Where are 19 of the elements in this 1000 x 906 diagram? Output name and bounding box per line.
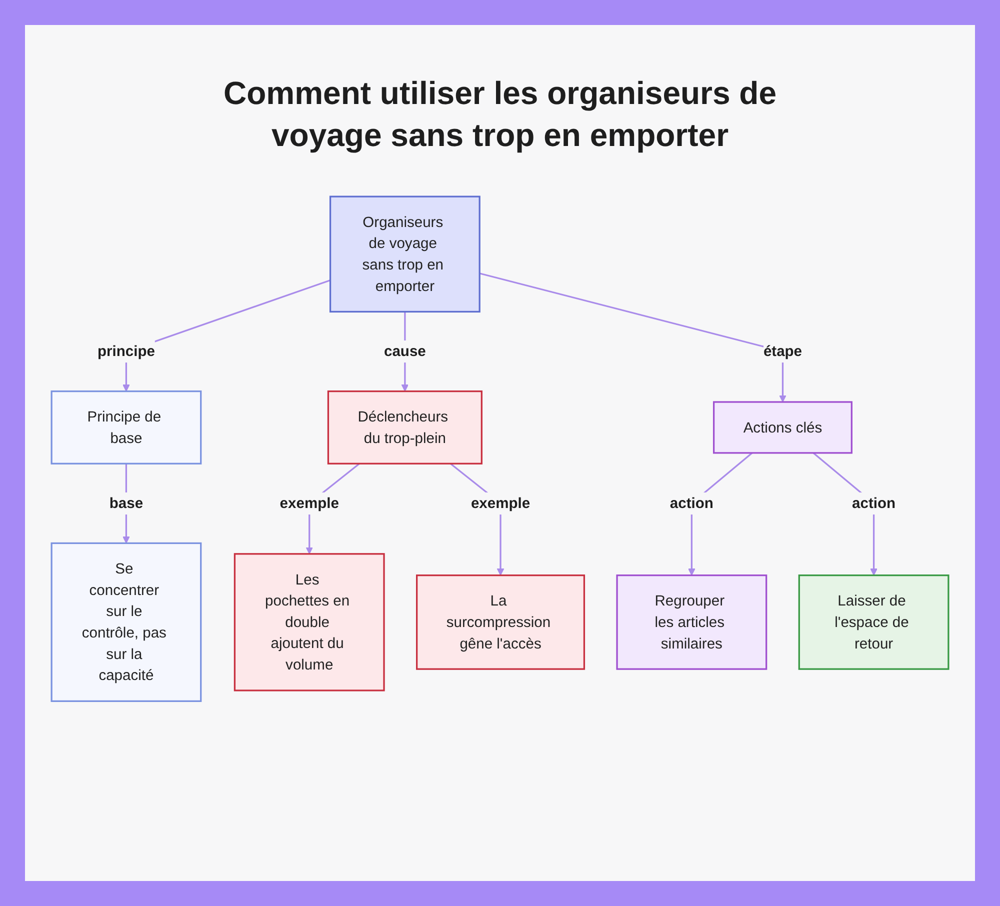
node-box: Principe de base bbox=[50, 390, 202, 464]
arrow bbox=[479, 272, 786, 402]
node-box: Organiseurs de voyage sans trop en emporter bbox=[329, 196, 480, 313]
edge-label: principe bbox=[97, 342, 155, 360]
node-box: La surcompression gêne l'accès bbox=[416, 574, 586, 670]
node-box: Les pochettes en double ajoutent du volume bbox=[234, 553, 385, 692]
node-box: Se concentrer sur le contrôle, pas sur la capacité bbox=[50, 542, 202, 702]
edge-label: exemple bbox=[470, 494, 530, 512]
node-box: Déclencheurs du trop-plein bbox=[327, 390, 482, 464]
node-box: Laisser de l'espace de retour bbox=[798, 574, 950, 670]
diagram-title: Comment utiliser les organiseurs de voyage sans trop en emporter bbox=[222, 74, 778, 155]
edge-label: action bbox=[670, 494, 714, 512]
node-box: Actions clés bbox=[712, 401, 852, 454]
edge-label: base bbox=[109, 494, 144, 512]
edge-label: exemple bbox=[280, 494, 339, 512]
edge-label: étape bbox=[763, 342, 802, 360]
node-box: Regrouper les articles similaires bbox=[616, 574, 768, 670]
edge-label: action bbox=[852, 494, 896, 512]
edge-label: cause bbox=[384, 342, 426, 360]
